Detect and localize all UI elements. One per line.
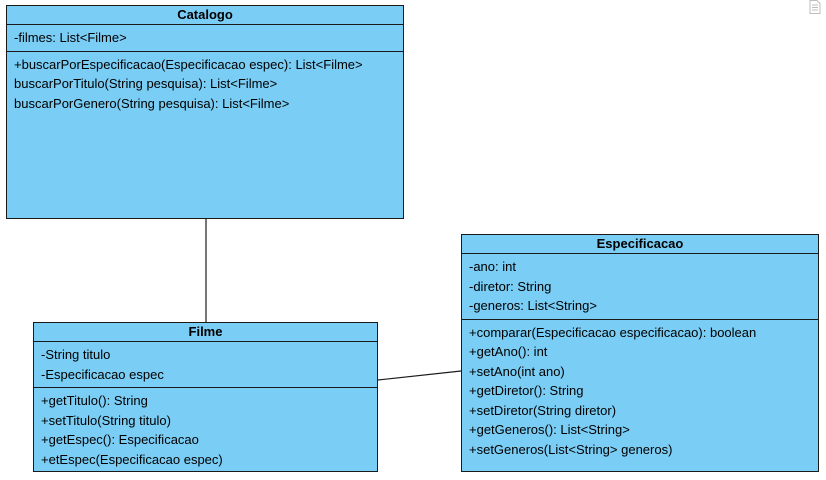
class-catalogo-name: Catalogo — [7, 6, 403, 25]
attribute[interactable]: -ano: int — [469, 259, 516, 274]
operation[interactable]: buscarPorTitulo(String pesquisa): List<F… — [14, 76, 278, 91]
operation[interactable]: +etEspec(Especificacao espec) — [41, 451, 223, 467]
operation[interactable]: +setAno(int ano) — [469, 363, 565, 379]
attribute[interactable]: -String titulo — [41, 347, 111, 362]
operation[interactable]: +setDiretor(String diretor) — [469, 402, 617, 418]
operation[interactable]: +getEspec(): Especificacao — [41, 432, 199, 447]
attribute[interactable]: -generos: List<String> — [469, 298, 597, 313]
page-icon[interactable] — [809, 0, 821, 14]
class-especificacao-name: Especificacao — [462, 235, 818, 254]
class-catalogo-operations: +buscarPorEspecificacao(Especificacao es… — [7, 52, 403, 219]
operation[interactable]: buscarPorGenero(String pesquisa): List<F… — [14, 95, 290, 111]
class-filme[interactable]: Filme -String titulo -Especificacao espe… — [33, 322, 378, 472]
class-filme-name: Filme — [34, 323, 377, 342]
class-filme-operations: +getTitulo(): String +setTitulo(String t… — [34, 388, 377, 472]
operation[interactable]: +getAno(): int — [469, 344, 548, 359]
association-filme-especificacao[interactable] — [377, 370, 462, 381]
class-catalogo[interactable]: Catalogo -filmes: List<Filme> +buscarPor… — [6, 5, 404, 219]
attribute[interactable]: -filmes: List<Filme> — [14, 30, 127, 45]
operation[interactable]: +comparar(Especificacao especificacao): … — [469, 324, 757, 340]
class-filme-attributes: -String titulo -Especificacao espec — [34, 342, 377, 388]
operation[interactable]: +getGeneros(): List<String> — [469, 422, 630, 437]
operation[interactable]: +setGeneros(List<String> generos) — [469, 441, 673, 457]
operation[interactable]: +buscarPorEspecificacao(Especificacao es… — [14, 56, 363, 72]
class-especificacao-operations: +comparar(Especificacao especificacao): … — [462, 320, 818, 472]
operation[interactable]: +getDiretor(): String — [469, 383, 584, 398]
operation[interactable]: +setTitulo(String titulo) — [41, 412, 171, 428]
attribute[interactable]: -Especificacao espec — [41, 366, 164, 382]
class-especificacao[interactable]: Especificacao -ano: int -diretor: String… — [461, 234, 819, 472]
operation[interactable]: +getTitulo(): String — [41, 393, 148, 408]
class-catalogo-attributes: -filmes: List<Filme> — [7, 25, 403, 52]
class-especificacao-attributes: -ano: int -diretor: String -generos: Lis… — [462, 254, 818, 320]
attribute[interactable]: -diretor: String — [469, 278, 552, 294]
